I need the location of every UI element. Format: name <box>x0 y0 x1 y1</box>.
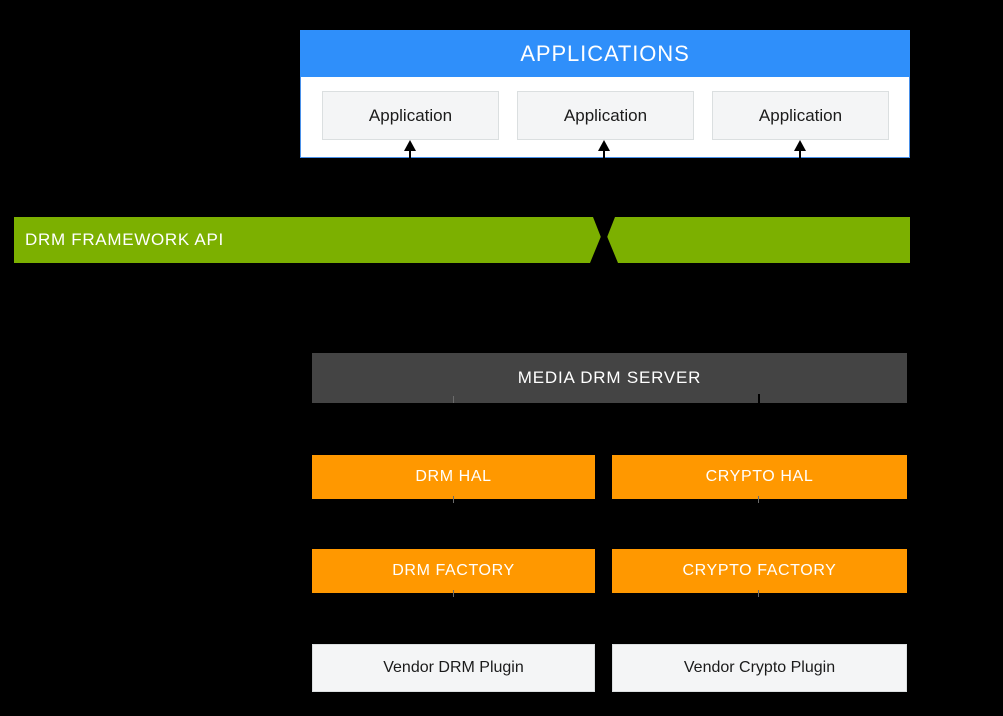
connector-line-app3-up <box>799 143 801 215</box>
vendor-crypto-plugin-box[interactable]: Vendor Crypto Plugin <box>612 644 907 692</box>
drm-framework-api-bar <box>14 217 910 263</box>
application-box-2[interactable]: Application <box>517 91 694 140</box>
crypto-factory-box[interactable]: CRYPTO FACTORY <box>612 549 907 593</box>
application-box-3[interactable]: Application <box>712 91 889 140</box>
arrow-up-to-application-2 <box>598 140 610 151</box>
connector-stub-crypto-hal-to-factory <box>758 496 759 503</box>
connector-line-app1-down <box>377 160 379 218</box>
drm-framework-api-label: DRM FRAMEWORK API <box>25 230 224 249</box>
arrow-up-to-application-1 <box>404 140 416 151</box>
connector-stub-server-to-drm-hal <box>453 396 454 403</box>
connector-line-app3-down <box>837 160 839 218</box>
connector-stub-drm-hal-to-factory <box>453 496 454 503</box>
drm-factory-box[interactable]: DRM FACTORY <box>312 549 595 593</box>
media-drm-server-box[interactable]: MEDIA DRM SERVER <box>312 353 907 403</box>
connector-line-app1-up <box>409 143 411 215</box>
application-box-1[interactable]: Application <box>322 91 499 140</box>
applications-header: APPLICATIONS <box>300 30 910 77</box>
connector-stub-drm-factory-to-plugin <box>453 590 454 597</box>
connector-line-app2-down <box>603 160 605 218</box>
drm-hal-box[interactable]: DRM HAL <box>312 455 595 499</box>
connector-stub-crypto-factory-to-plugin <box>758 590 759 597</box>
crypto-hal-box[interactable]: CRYPTO HAL <box>612 455 907 499</box>
vendor-drm-plugin-box[interactable]: Vendor DRM Plugin <box>312 644 595 692</box>
connector-stub-server-to-crypto-hal <box>758 394 760 403</box>
arrow-notch-framework-center <box>593 217 615 245</box>
arrow-up-to-application-3 <box>794 140 806 151</box>
